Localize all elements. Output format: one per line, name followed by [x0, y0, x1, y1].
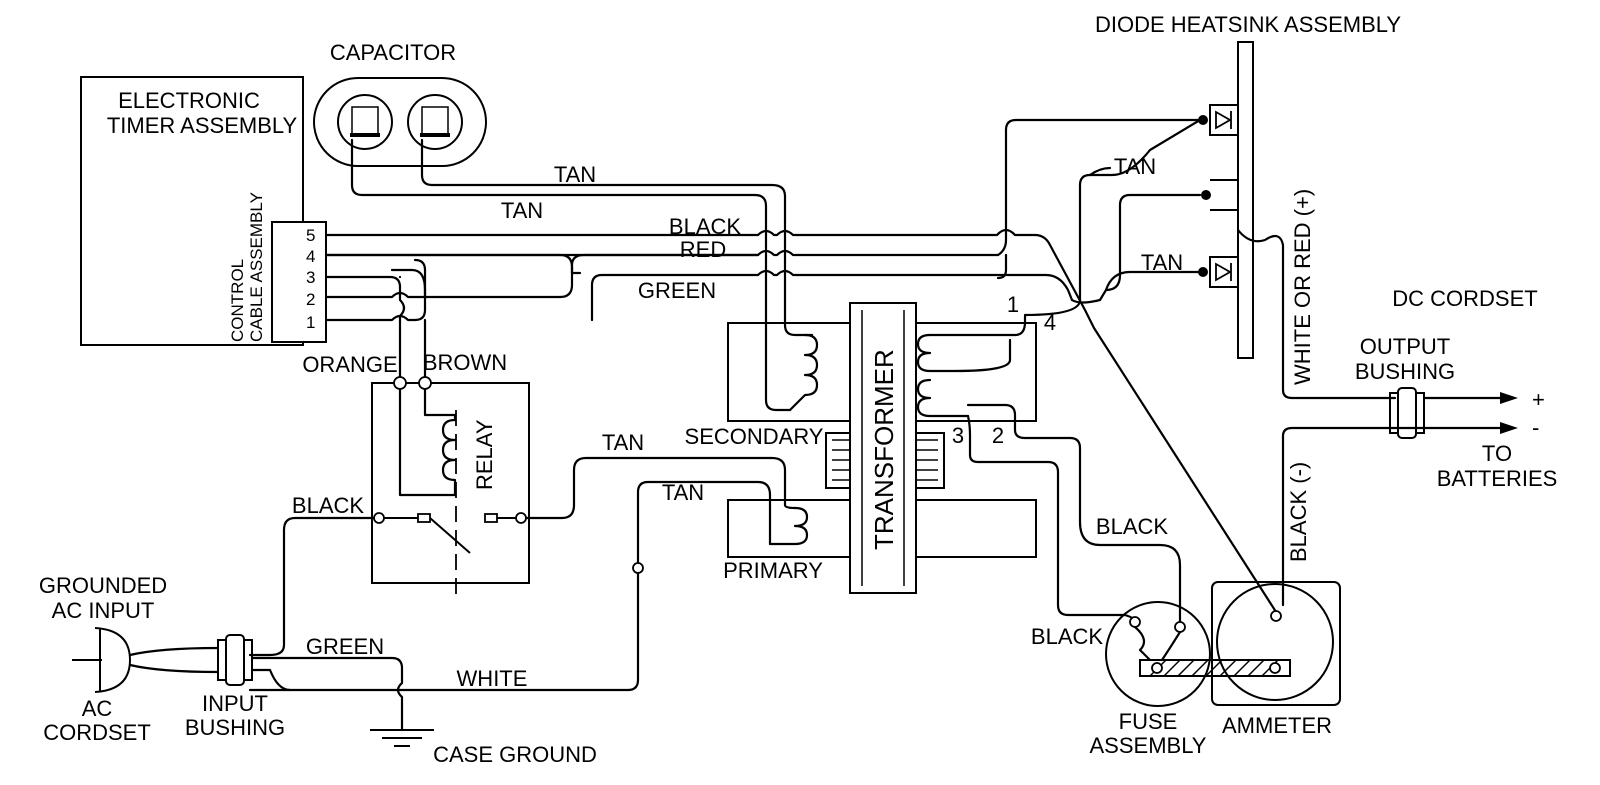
green-wire-ground: [250, 656, 404, 732]
green-label-top: GREEN: [638, 278, 716, 303]
electronic-timer-assembly: ELECTRONIC TIMER ASSEMBLY CONTROL CABLE …: [80, 76, 327, 346]
input-bushing: [217, 634, 253, 686]
pin-2-label: 2: [306, 290, 315, 309]
tan-label-cap-a: TAN: [554, 162, 596, 187]
grounded-label-line1: GROUNDED: [39, 573, 167, 598]
brown-wire-pin1: [324, 268, 427, 385]
black-label-fuse-right: BLACK: [1096, 514, 1168, 539]
tan-wire-cap-right: [420, 138, 814, 337]
capacitor: CAPACITOR: [313, 40, 487, 167]
red-wire-pin4-b: [324, 249, 1000, 257]
red-wire-top-b: [996, 253, 1008, 280]
brown-label: BROWN: [423, 350, 507, 375]
white-label: WHITE: [457, 666, 528, 691]
tan-wire-diode-mid: [1104, 193, 1202, 292]
pin-5-label: 5: [306, 226, 315, 245]
tan-label-diode-bottom: TAN: [1141, 250, 1183, 275]
red-wire-top: [996, 118, 1202, 257]
green-wire-pin2: [324, 253, 760, 299]
fuse-label-line2: ASSEMBLY: [1090, 733, 1207, 758]
green-wire-top: [590, 269, 1074, 322]
diode-heatsink-assembly: DIODE HEATSINK ASSEMBLY: [1095, 12, 1401, 359]
green-label-ground: GREEN: [306, 634, 384, 659]
ac-cordset-label-line2: CORDSET: [43, 720, 151, 745]
black-wire-relay: [248, 516, 376, 657]
secondary-lead-4: [953, 338, 1012, 373]
to-batteries-line1: TO: [1482, 441, 1512, 466]
lead-3-label: 3: [952, 423, 964, 448]
ammeter: [1211, 581, 1341, 706]
secondary-label: SECONDARY: [685, 424, 824, 449]
grounded-label-line2: AC INPUT: [52, 598, 155, 623]
input-bushing-label-line2: BUSHING: [185, 715, 285, 740]
brown-wire-up: [398, 258, 427, 299]
red-label-top: RED: [680, 237, 726, 262]
ammeter-label: AMMETER: [1222, 713, 1332, 738]
case-ground-label: CASE GROUND: [433, 742, 597, 767]
dc-cordset-label: DC CORDSET: [1392, 286, 1537, 311]
white-wire-ac: [248, 571, 640, 692]
black-label-fuse-left: BLACK: [1031, 624, 1103, 649]
to-batteries-line2: BATTERIES: [1437, 466, 1558, 491]
pin-3-label: 3: [306, 268, 315, 287]
tan-wire-relay-to-primary: [524, 456, 797, 520]
case-ground-symbol: [370, 729, 434, 747]
tan-label-primary-a: TAN: [602, 430, 644, 455]
primary-label: PRIMARY: [723, 558, 823, 583]
black-negative-label: BLACK (-): [1286, 462, 1311, 562]
pin-4-label: 4: [306, 247, 315, 266]
control-cable-label-line1: CONTROL: [228, 259, 247, 342]
dc-negative-wire: [1281, 426, 1502, 442]
tan-label-cap-b: TAN: [501, 198, 543, 223]
output-bushing-label-line2: BUSHING: [1355, 359, 1455, 384]
tan-wire-cap-left: [350, 138, 792, 412]
secondary-lead-2: [966, 403, 1182, 624]
control-cable-label-line2: CABLE ASSEMBLY: [247, 192, 266, 342]
input-to-white: [250, 668, 292, 692]
tan-label-primary-b: TAN: [662, 480, 704, 505]
lead-2-label: 2: [992, 423, 1004, 448]
transformer-label: TRANSFORMER: [869, 349, 899, 550]
output-bushing-label-line1: OUTPUT: [1360, 334, 1450, 359]
tan-label-diode-top: TAN: [1114, 154, 1156, 179]
fuse-assembly: [1105, 601, 1291, 707]
positive-output-wire: [1236, 228, 1397, 400]
capacitor-label: CAPACITOR: [330, 40, 456, 65]
tan-wire-diode-top-b: [1088, 166, 1112, 177]
lead-4-label: 4: [1044, 310, 1056, 335]
black-label-top: BLACK: [669, 214, 741, 239]
ac-cordset-plug: [72, 627, 220, 693]
tan-wire-primary-to-white: [636, 480, 772, 565]
input-bushing-label-line1: INPUT: [202, 691, 268, 716]
orange-label: ORANGE: [302, 352, 397, 377]
secondary-lead-1: [928, 314, 1027, 337]
timer-label-line2: TIMER ASSEMBLY: [107, 113, 298, 138]
fuse-label-line1: FUSE: [1119, 709, 1178, 734]
minus-sign: -: [1532, 415, 1539, 440]
red-wire-pin4: [324, 253, 582, 275]
timer-label-line1: ELECTRONIC: [118, 88, 260, 113]
tan-wire-diode-bottom: [1070, 270, 1202, 304]
transformer: TRANSFORMER: [727, 302, 1037, 594]
tan-wire-diode-top: [1023, 118, 1202, 317]
plus-sign: +: [1532, 387, 1545, 412]
relay-label: RELAY: [472, 419, 497, 490]
white-or-red-label: WHITE OR RED (+): [1290, 189, 1315, 385]
pin-1-label: 1: [306, 313, 315, 332]
diode-heatsink-label: DIODE HEATSINK ASSEMBLY: [1095, 12, 1401, 37]
output-bushing: [1389, 387, 1425, 439]
relay: RELAY: [371, 376, 530, 600]
black-label-relay: BLACK: [292, 493, 364, 518]
lead-1-label: 1: [1007, 292, 1019, 317]
ac-cordset-label-line1: AC: [82, 696, 113, 721]
